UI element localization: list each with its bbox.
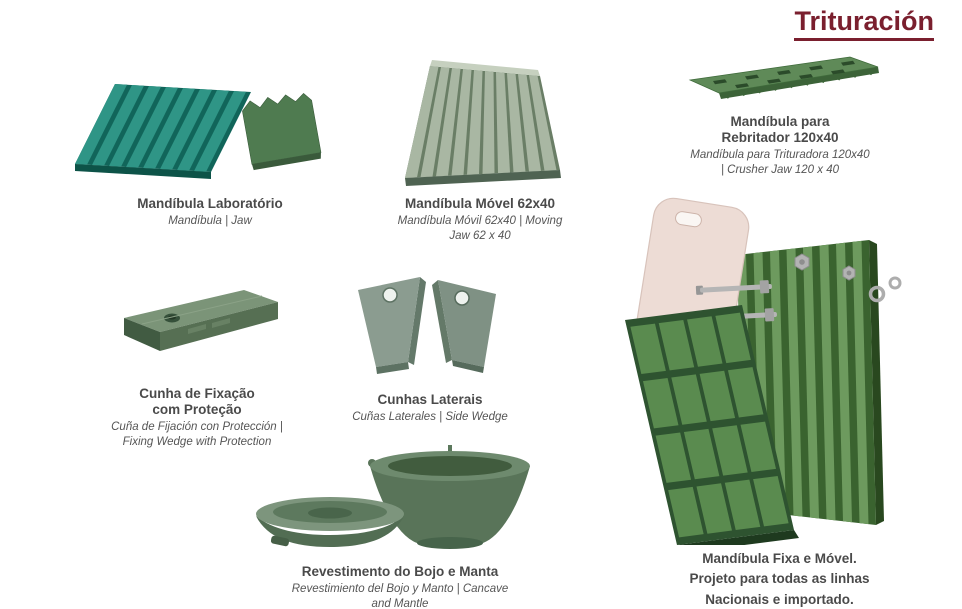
product-card-moving-jaw: Mandíbula Móvel 62x40 Mandíbula Móvil 62…	[355, 52, 605, 244]
bowl-mantle-image	[245, 442, 555, 560]
jaw-assembly-caption: Mandíbula Fixa e Móvel. Projeto para tod…	[689, 551, 870, 607]
crusher-jaw-title: Mandíbula para Rebritador 120x40	[721, 114, 839, 146]
bowl-mantle-subtitle: Revestimiento del Bojo y Manto | Cancave…	[291, 583, 509, 609]
page-title: Trituración	[794, 6, 934, 42]
fixing-wedge-subtitle: Cuña de Fijación con Protección | Fixing…	[111, 421, 283, 449]
jaw-assembly-image	[612, 190, 947, 545]
fixing-wedge-title: Cunha de Fixação com Proteção	[139, 386, 255, 418]
product-card-jaw-assembly: Mandíbula Fixa e Móvel. Projeto para tod…	[612, 190, 947, 609]
lab-jaw-subtitle: Mandíbula | Jaw	[168, 215, 252, 228]
product-card-bowl-mantle: Revestimento do Bojo e Manta Revestimien…	[245, 442, 555, 609]
moving-jaw-title: Mandíbula Móvel 62x40	[404, 196, 556, 211]
bowl-mantle-title: Revestimento do Bojo e Manta	[301, 564, 499, 579]
crusher-jaw-subtitle: Mandíbula para Trituradora 120x40 | Crus…	[690, 149, 870, 177]
moving-jaw-image	[355, 52, 605, 192]
product-card-fixing-wedge: Cunha de Fixação com Proteção Cuña de Fi…	[72, 272, 322, 450]
product-card-crusher-jaw: Mandíbula para Rebritador 120x40 Mandíbu…	[655, 50, 905, 178]
product-card-side-wedges: Cunhas Laterais Cuñas Laterales | Side W…	[310, 270, 550, 425]
lab-jaw-title: Mandíbula Laboratório	[137, 196, 283, 211]
lab-jaw-image	[65, 52, 355, 192]
fixing-wedge-image	[72, 272, 322, 382]
side-wedges-subtitle: Cuñas Laterales | Side Wedge	[352, 411, 508, 424]
side-wedges-image	[310, 270, 550, 388]
crusher-jaw-image	[655, 50, 905, 110]
product-card-lab-jaw: Mandíbula Laboratório Mandíbula | Jaw	[65, 52, 355, 229]
moving-jaw-subtitle: Mandíbula Móvil 62x40 | Moving Jaw 62 x …	[397, 215, 563, 243]
side-wedges-title: Cunhas Laterais	[377, 392, 483, 407]
